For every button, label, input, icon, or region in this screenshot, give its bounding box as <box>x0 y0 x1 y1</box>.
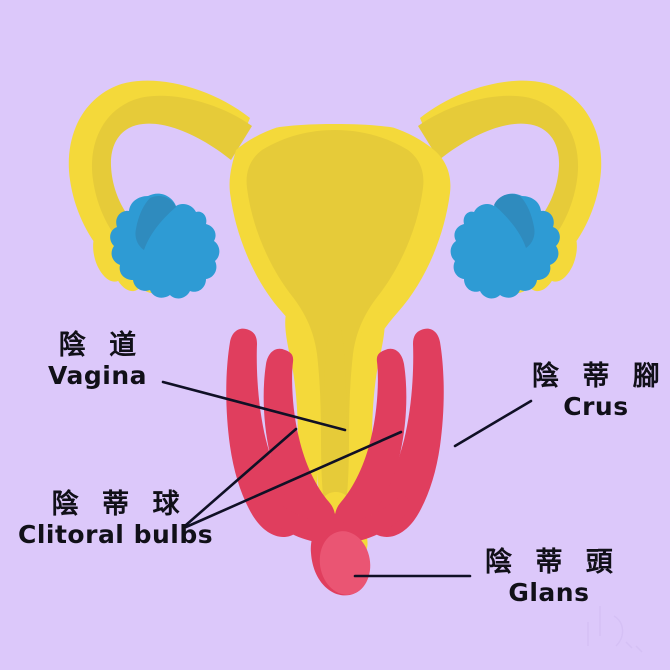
leader-lines <box>161 380 533 578</box>
cervix <box>285 310 318 521</box>
ovary-left <box>110 193 220 299</box>
ovary-right <box>450 193 560 299</box>
label-clitoral-bulbs-zh: 陰 蒂 球 <box>51 489 187 520</box>
leader-line-bulbs-b <box>184 430 403 529</box>
clitoral-root-right <box>336 494 410 544</box>
label-crus: 陰 蒂 腳 Crus <box>525 361 667 422</box>
leader-line-crus <box>453 399 533 448</box>
label-glans: 陰 蒂 頭 Glans <box>478 547 620 608</box>
leader-line-vagina <box>161 380 347 432</box>
watermark <box>587 606 643 653</box>
vaginal-canal <box>323 314 347 517</box>
fallopian-tube-left-shade <box>91 95 252 256</box>
label-vagina-zh: 陰 道 <box>58 330 144 361</box>
ovary-right-fold <box>494 194 535 248</box>
cervix-right-edge <box>352 310 385 521</box>
uterus-fundus-notch <box>252 112 418 133</box>
fallopian-tube-right-shade <box>418 95 579 256</box>
label-vagina-en: Vagina <box>48 361 147 391</box>
clitoris-group <box>226 328 444 596</box>
label-crus-en: Crus <box>563 392 629 422</box>
bulb-right <box>335 348 407 530</box>
label-glans-zh: 陰 蒂 頭 <box>485 547 620 578</box>
label-vagina: 陰 道 Vagina <box>48 330 147 391</box>
label-crus-zh: 陰 蒂 腳 <box>532 361 667 392</box>
leader-line-bulbs-a <box>184 427 298 527</box>
ovary-left-fold <box>135 196 176 250</box>
label-glans-en: Glans <box>508 578 590 608</box>
label-clitoral-bulbs: 陰 蒂 球 Clitoral bulbs <box>18 489 214 550</box>
label-clitoral-bulbs-en: Clitoral bulbs <box>18 520 214 550</box>
uterus-group <box>68 80 602 564</box>
glans-clitoris <box>319 531 371 595</box>
